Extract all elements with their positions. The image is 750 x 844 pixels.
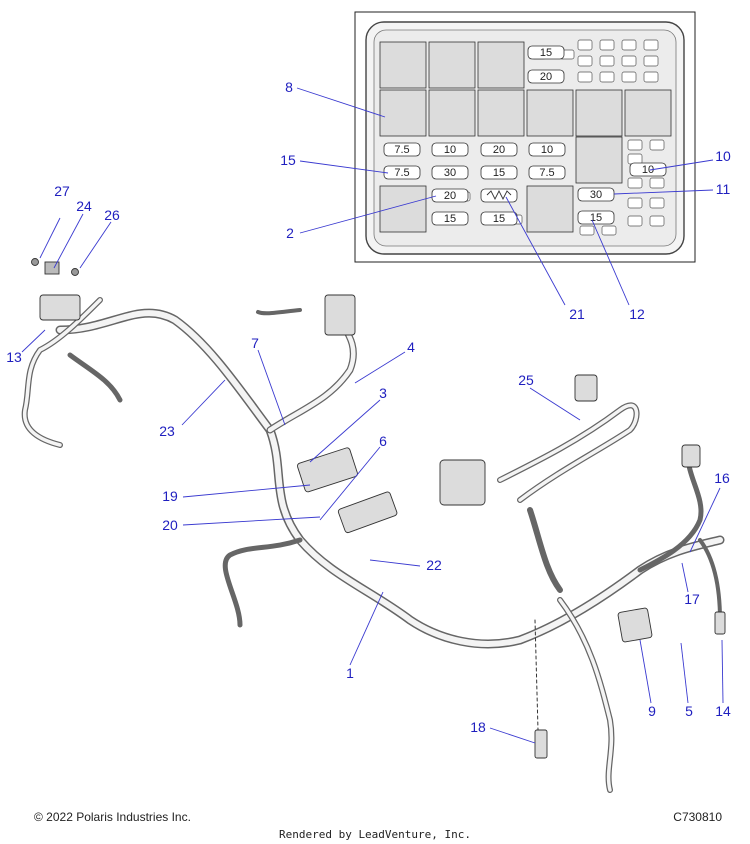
fuse-label: 7.5	[394, 144, 409, 156]
callout-3: 3	[379, 385, 387, 401]
fuse-label: 30	[444, 167, 456, 179]
fuse-label: 30	[590, 189, 602, 201]
fuse-label: 10	[444, 144, 456, 156]
fuse-label: 7.5	[539, 167, 554, 179]
fuse-label: 20	[444, 190, 456, 202]
fuse-box-inset: 15 20 7.5 10 20 10 7.5 30 15 7.5 10 20 1…	[354, 11, 696, 263]
callout-16: 16	[714, 470, 730, 486]
callout-17: 17	[684, 591, 700, 607]
fuse-label: 15	[444, 213, 456, 225]
harness-components	[31, 258, 726, 759]
fuse-label: 20	[493, 144, 505, 156]
callout-2: 2	[286, 225, 294, 241]
callout-4: 4	[407, 339, 415, 355]
callout-24: 24	[76, 198, 92, 214]
callout-27: 27	[54, 183, 70, 199]
leader-lines	[21, 87, 724, 744]
callout-18: 18	[470, 719, 486, 735]
rendered-by-text: Rendered by LeadVenture, Inc.	[278, 828, 472, 841]
callout-21: 21	[569, 306, 585, 322]
fuse-label: 7.5	[394, 167, 409, 179]
callout-23: 23	[159, 423, 175, 439]
callout-1: 1	[346, 665, 354, 681]
callout-12: 12	[629, 306, 645, 322]
callout-13: 13	[6, 349, 22, 365]
callout-8: 8	[285, 79, 293, 95]
callout-26: 26	[104, 207, 120, 223]
callout-9: 9	[648, 703, 656, 719]
callout-7: 7	[251, 335, 259, 351]
callout-10: 10	[715, 148, 731, 164]
callout-15: 15	[280, 152, 296, 168]
callout-19: 19	[162, 488, 178, 504]
callout-25: 25	[518, 372, 534, 388]
fuse-label: 20	[540, 71, 552, 83]
callout-11: 11	[716, 181, 731, 197]
fuse-label: 15	[540, 47, 552, 59]
fuse-label: 15	[590, 212, 602, 224]
fuse-label: 15	[493, 167, 505, 179]
callout-20: 20	[162, 517, 178, 533]
callout-5: 5	[685, 703, 693, 719]
callout-14: 14	[715, 703, 731, 719]
copyright-text: © 2022 Polaris Industries Inc.	[34, 810, 191, 824]
diagram-code: C730810	[673, 810, 722, 824]
fuse-label: 10	[541, 144, 553, 156]
fuse-label: 10	[642, 164, 654, 176]
harness-drawing	[21, 297, 725, 793]
fuse-label: 15	[493, 213, 505, 225]
callout-22: 22	[426, 557, 442, 573]
callout-6: 6	[379, 433, 387, 449]
